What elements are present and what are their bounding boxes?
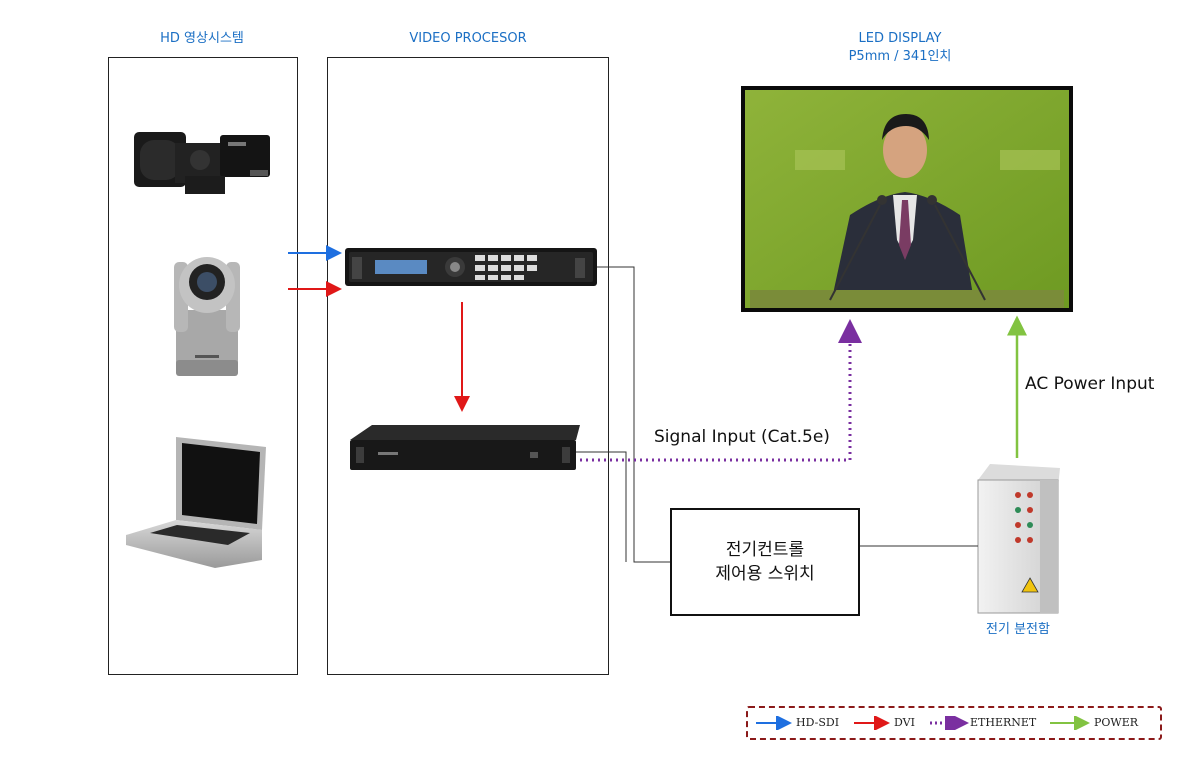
legend-swatches (756, 716, 1090, 730)
electrical-cabinet-icon (977, 464, 1060, 614)
control-switch-line2: 제어용 스위치 (715, 564, 815, 584)
legend: HD-SDI DVI ETHERNET POWER (746, 706, 1162, 740)
control-switch-box: 전기컨트롤 제어용 스위치 (670, 508, 860, 616)
broadcast-camera-icon (134, 132, 270, 194)
signal-input-label: Signal Input (Cat.5e) (654, 427, 830, 447)
group-title-video-processor: VIDEO PROCESOR (409, 31, 527, 46)
video-processor-box (327, 57, 609, 675)
ethernet-connector (580, 319, 862, 462)
laptop-icon (126, 437, 266, 568)
distribution-box-label: 전기 분전함 (986, 622, 1050, 637)
group-title-hd-system: HD 영상시스템 (160, 31, 244, 46)
led-display-subtitle: P5mm / 341인치 (848, 49, 952, 64)
video-processor-icon (345, 248, 597, 286)
sender-box-icon (350, 425, 580, 470)
ptz-camera-icon (174, 257, 240, 376)
legend-dvi-label: DVI (894, 716, 915, 729)
legend-ethernet-label: ETHERNET (970, 716, 1037, 729)
control-line-sender (576, 451, 627, 562)
control-switch-line1: 전기컨트롤 (725, 540, 805, 560)
led-display-title: LED DISPLAY (858, 31, 942, 46)
legend-hd-sdi-label: HD-SDI (796, 716, 840, 729)
ac-power-label: AC Power Input (1025, 374, 1155, 394)
legend-power-label: POWER (1094, 716, 1139, 729)
control-line-processor (597, 266, 672, 563)
led-screen-icon (741, 86, 1073, 312)
